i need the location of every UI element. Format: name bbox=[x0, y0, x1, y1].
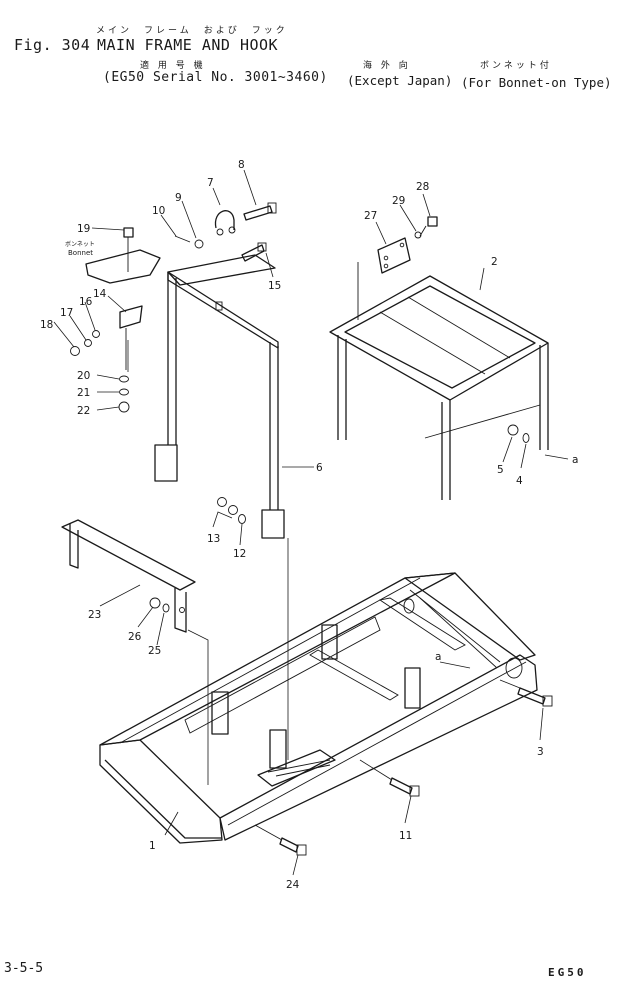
nut-13 bbox=[217, 497, 227, 507]
nut-9 bbox=[194, 239, 204, 249]
callout-11: 11 bbox=[399, 830, 412, 842]
bolt-3 bbox=[517, 687, 553, 707]
washer-25 bbox=[162, 603, 170, 613]
callout-29: 29 bbox=[392, 195, 405, 207]
callout-4: 4 bbox=[516, 475, 523, 487]
nut-22 bbox=[118, 401, 130, 413]
callout-13: 13 bbox=[207, 533, 220, 545]
serial-range: (EG50 Serial No. 3001~3460) bbox=[103, 70, 328, 85]
plate-27 bbox=[357, 237, 411, 320]
callout-14: 14 bbox=[93, 288, 107, 300]
callout-23: 23 bbox=[88, 609, 101, 621]
title-kana: メイン フレーム および フック bbox=[96, 26, 288, 36]
washer-20 bbox=[119, 375, 129, 383]
callout-numbers: 1 2 3 4 5 6 7 8 9 10 11 12 13 14 15 16 1… bbox=[40, 159, 578, 891]
nut-26 bbox=[149, 597, 161, 609]
callout-6: 6 bbox=[316, 462, 323, 474]
bracket-14 bbox=[119, 305, 143, 370]
page-number: 3-5-5 bbox=[4, 961, 44, 976]
callout-22: 22 bbox=[77, 405, 90, 417]
ref-mark-a-lower: a bbox=[435, 651, 441, 663]
bolt-24 bbox=[279, 837, 307, 856]
callout-27: 27 bbox=[364, 210, 377, 222]
bonnet-type-note: (For Bonnet-on Type) bbox=[461, 75, 612, 90]
washer-29 bbox=[414, 231, 422, 239]
callout-2: 2 bbox=[491, 256, 498, 268]
nut-18 bbox=[70, 346, 80, 356]
callout-12: 12 bbox=[233, 548, 246, 560]
bolt-28 bbox=[419, 216, 438, 237]
nut-5 bbox=[507, 424, 519, 436]
callout-16: 16 bbox=[79, 296, 93, 308]
callout-18: 18 bbox=[40, 319, 53, 331]
except-japan-note: (Except Japan) bbox=[347, 73, 453, 88]
bonnet-frame-6 bbox=[154, 254, 285, 539]
model-code: EG50 bbox=[548, 966, 587, 979]
assembly-lines bbox=[127, 340, 521, 841]
callout-1: 1 bbox=[149, 840, 156, 852]
main-frame bbox=[99, 572, 538, 844]
washer-16 bbox=[92, 330, 100, 338]
applicable-kana: 適 用 号 機 bbox=[140, 61, 206, 71]
callout-26: 26 bbox=[128, 631, 142, 643]
bracket-23 bbox=[61, 519, 196, 633]
pin-10 bbox=[174, 235, 191, 243]
callout-28: 28 bbox=[416, 181, 429, 193]
bonnet-plate bbox=[85, 249, 161, 284]
callout-17: 17 bbox=[60, 307, 73, 319]
bonnet-kana: ボンネット付 bbox=[480, 61, 552, 71]
callout-9: 9 bbox=[175, 192, 182, 204]
callout-5: 5 bbox=[497, 464, 504, 476]
washer-21 bbox=[119, 388, 129, 396]
ref-mark-a-upper: a bbox=[572, 454, 578, 466]
figure-number: Fig. 304 bbox=[14, 36, 91, 54]
nut-13b bbox=[228, 505, 238, 515]
washer-17 bbox=[84, 339, 92, 347]
bonnet-label: Bonnet bbox=[68, 249, 94, 257]
callout-3: 3 bbox=[537, 746, 544, 758]
bolt-8 bbox=[243, 202, 277, 221]
bolt-11 bbox=[389, 777, 420, 797]
bolt-15 bbox=[241, 242, 267, 262]
callout-15: 15 bbox=[268, 280, 281, 292]
washer-4 bbox=[522, 433, 530, 443]
callout-7: 7 bbox=[207, 177, 214, 189]
hook-7 bbox=[214, 210, 236, 236]
bolt-19 bbox=[123, 227, 134, 272]
callout-24: 24 bbox=[286, 879, 300, 891]
callout-8: 8 bbox=[238, 159, 245, 171]
figure-title: MAIN FRAME AND HOOK bbox=[97, 36, 279, 54]
callout-25: 25 bbox=[148, 645, 161, 657]
callout-leaders bbox=[53, 169, 569, 876]
callout-21: 21 bbox=[77, 387, 90, 399]
canopy-frame-2 bbox=[329, 275, 549, 500]
callout-10: 10 bbox=[152, 205, 165, 217]
callout-19: 19 bbox=[77, 223, 90, 235]
bonnet-label-kana: ボンネット bbox=[65, 241, 95, 248]
export-kana: 海 外 向 bbox=[363, 61, 411, 71]
callout-20: 20 bbox=[77, 370, 90, 382]
washer-12 bbox=[238, 514, 246, 524]
